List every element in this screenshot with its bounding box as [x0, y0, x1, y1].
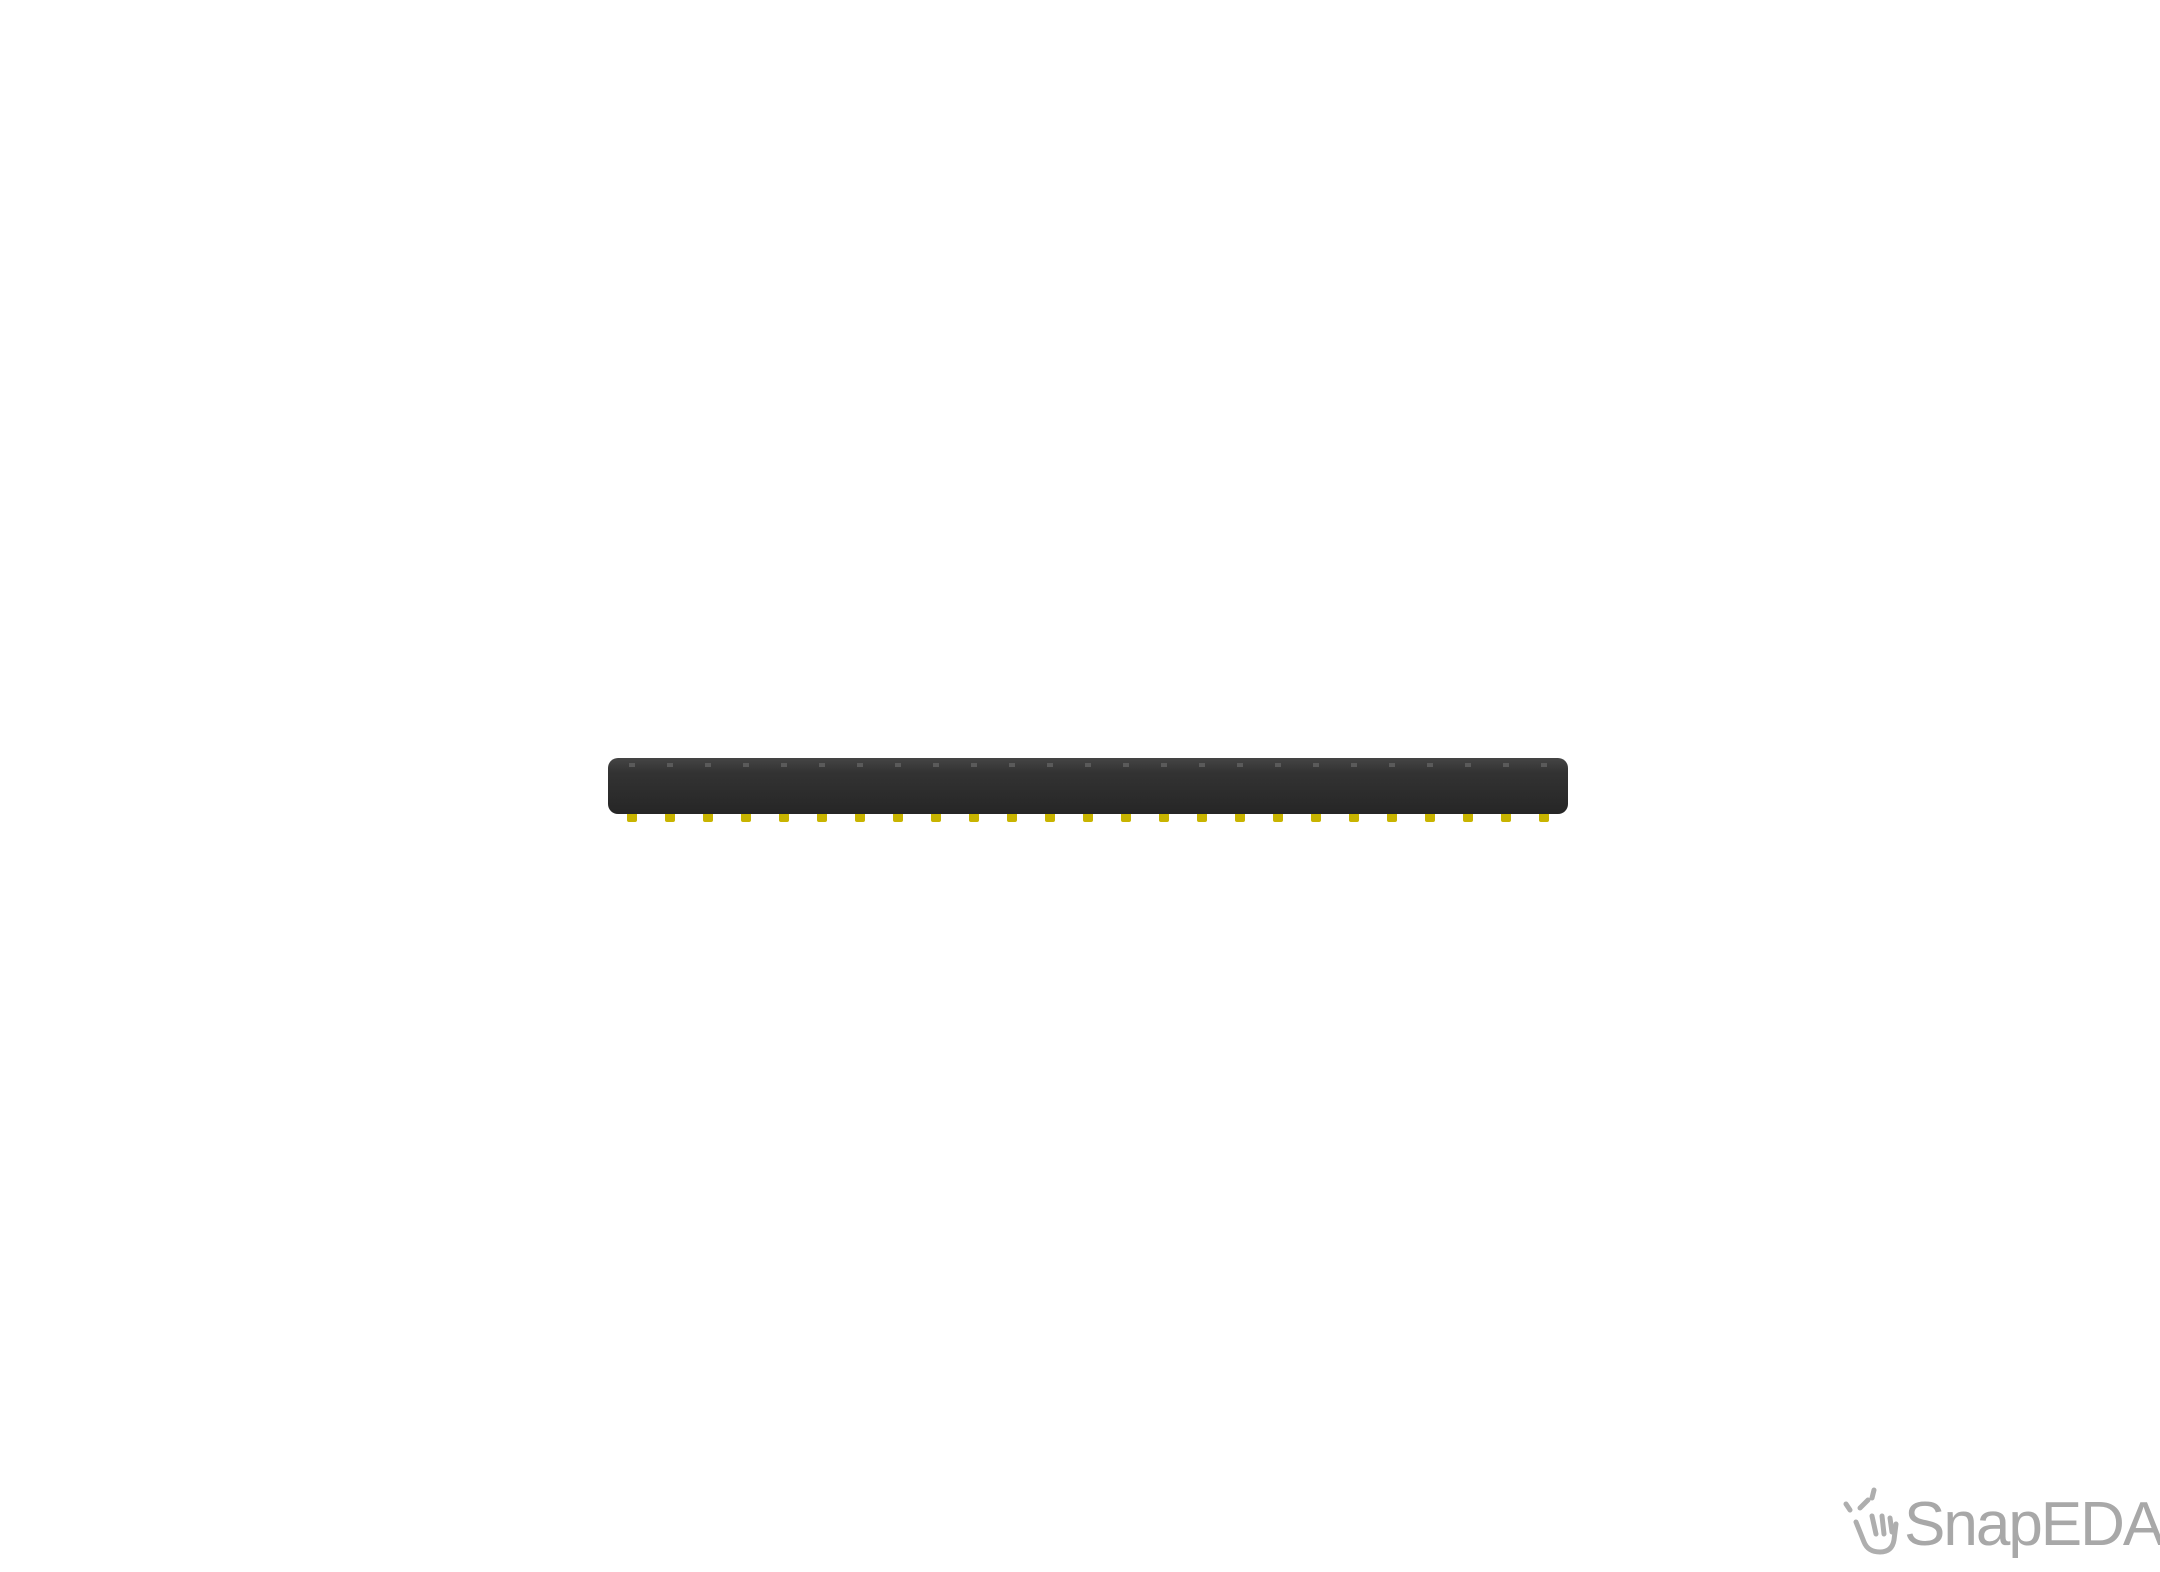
pin-socket-row — [629, 763, 1547, 767]
pin-socket — [933, 763, 939, 767]
pin-socket — [743, 763, 749, 767]
pin-socket — [781, 763, 787, 767]
pin-socket — [705, 763, 711, 767]
pin-socket — [1237, 763, 1243, 767]
watermark-text: SnapEDA — [1904, 1490, 2160, 1559]
pin-socket — [1427, 763, 1433, 767]
pin-socket — [1047, 763, 1053, 767]
pin-socket — [1465, 763, 1471, 767]
pin-socket — [667, 763, 673, 767]
pin-socket — [629, 763, 635, 767]
pin-socket — [1313, 763, 1319, 767]
pin-socket — [1541, 763, 1547, 767]
snapeda-watermark: SnapEDA — [1842, 1482, 2160, 1572]
pin-socket — [1351, 763, 1357, 767]
pin-socket — [1199, 763, 1205, 767]
pin-socket — [857, 763, 863, 767]
pin-header — [608, 758, 1568, 822]
header-body — [608, 758, 1568, 814]
pin-socket — [1275, 763, 1281, 767]
pin-socket — [1123, 763, 1129, 767]
pin-socket — [895, 763, 901, 767]
hand-snap-icon — [1843, 1487, 1899, 1555]
pin-socket — [1389, 763, 1395, 767]
pin-socket — [1009, 763, 1015, 767]
pin-socket — [971, 763, 977, 767]
pin-socket — [1085, 763, 1091, 767]
pin-socket — [1503, 763, 1509, 767]
pin-socket — [819, 763, 825, 767]
pin-socket — [1161, 763, 1167, 767]
